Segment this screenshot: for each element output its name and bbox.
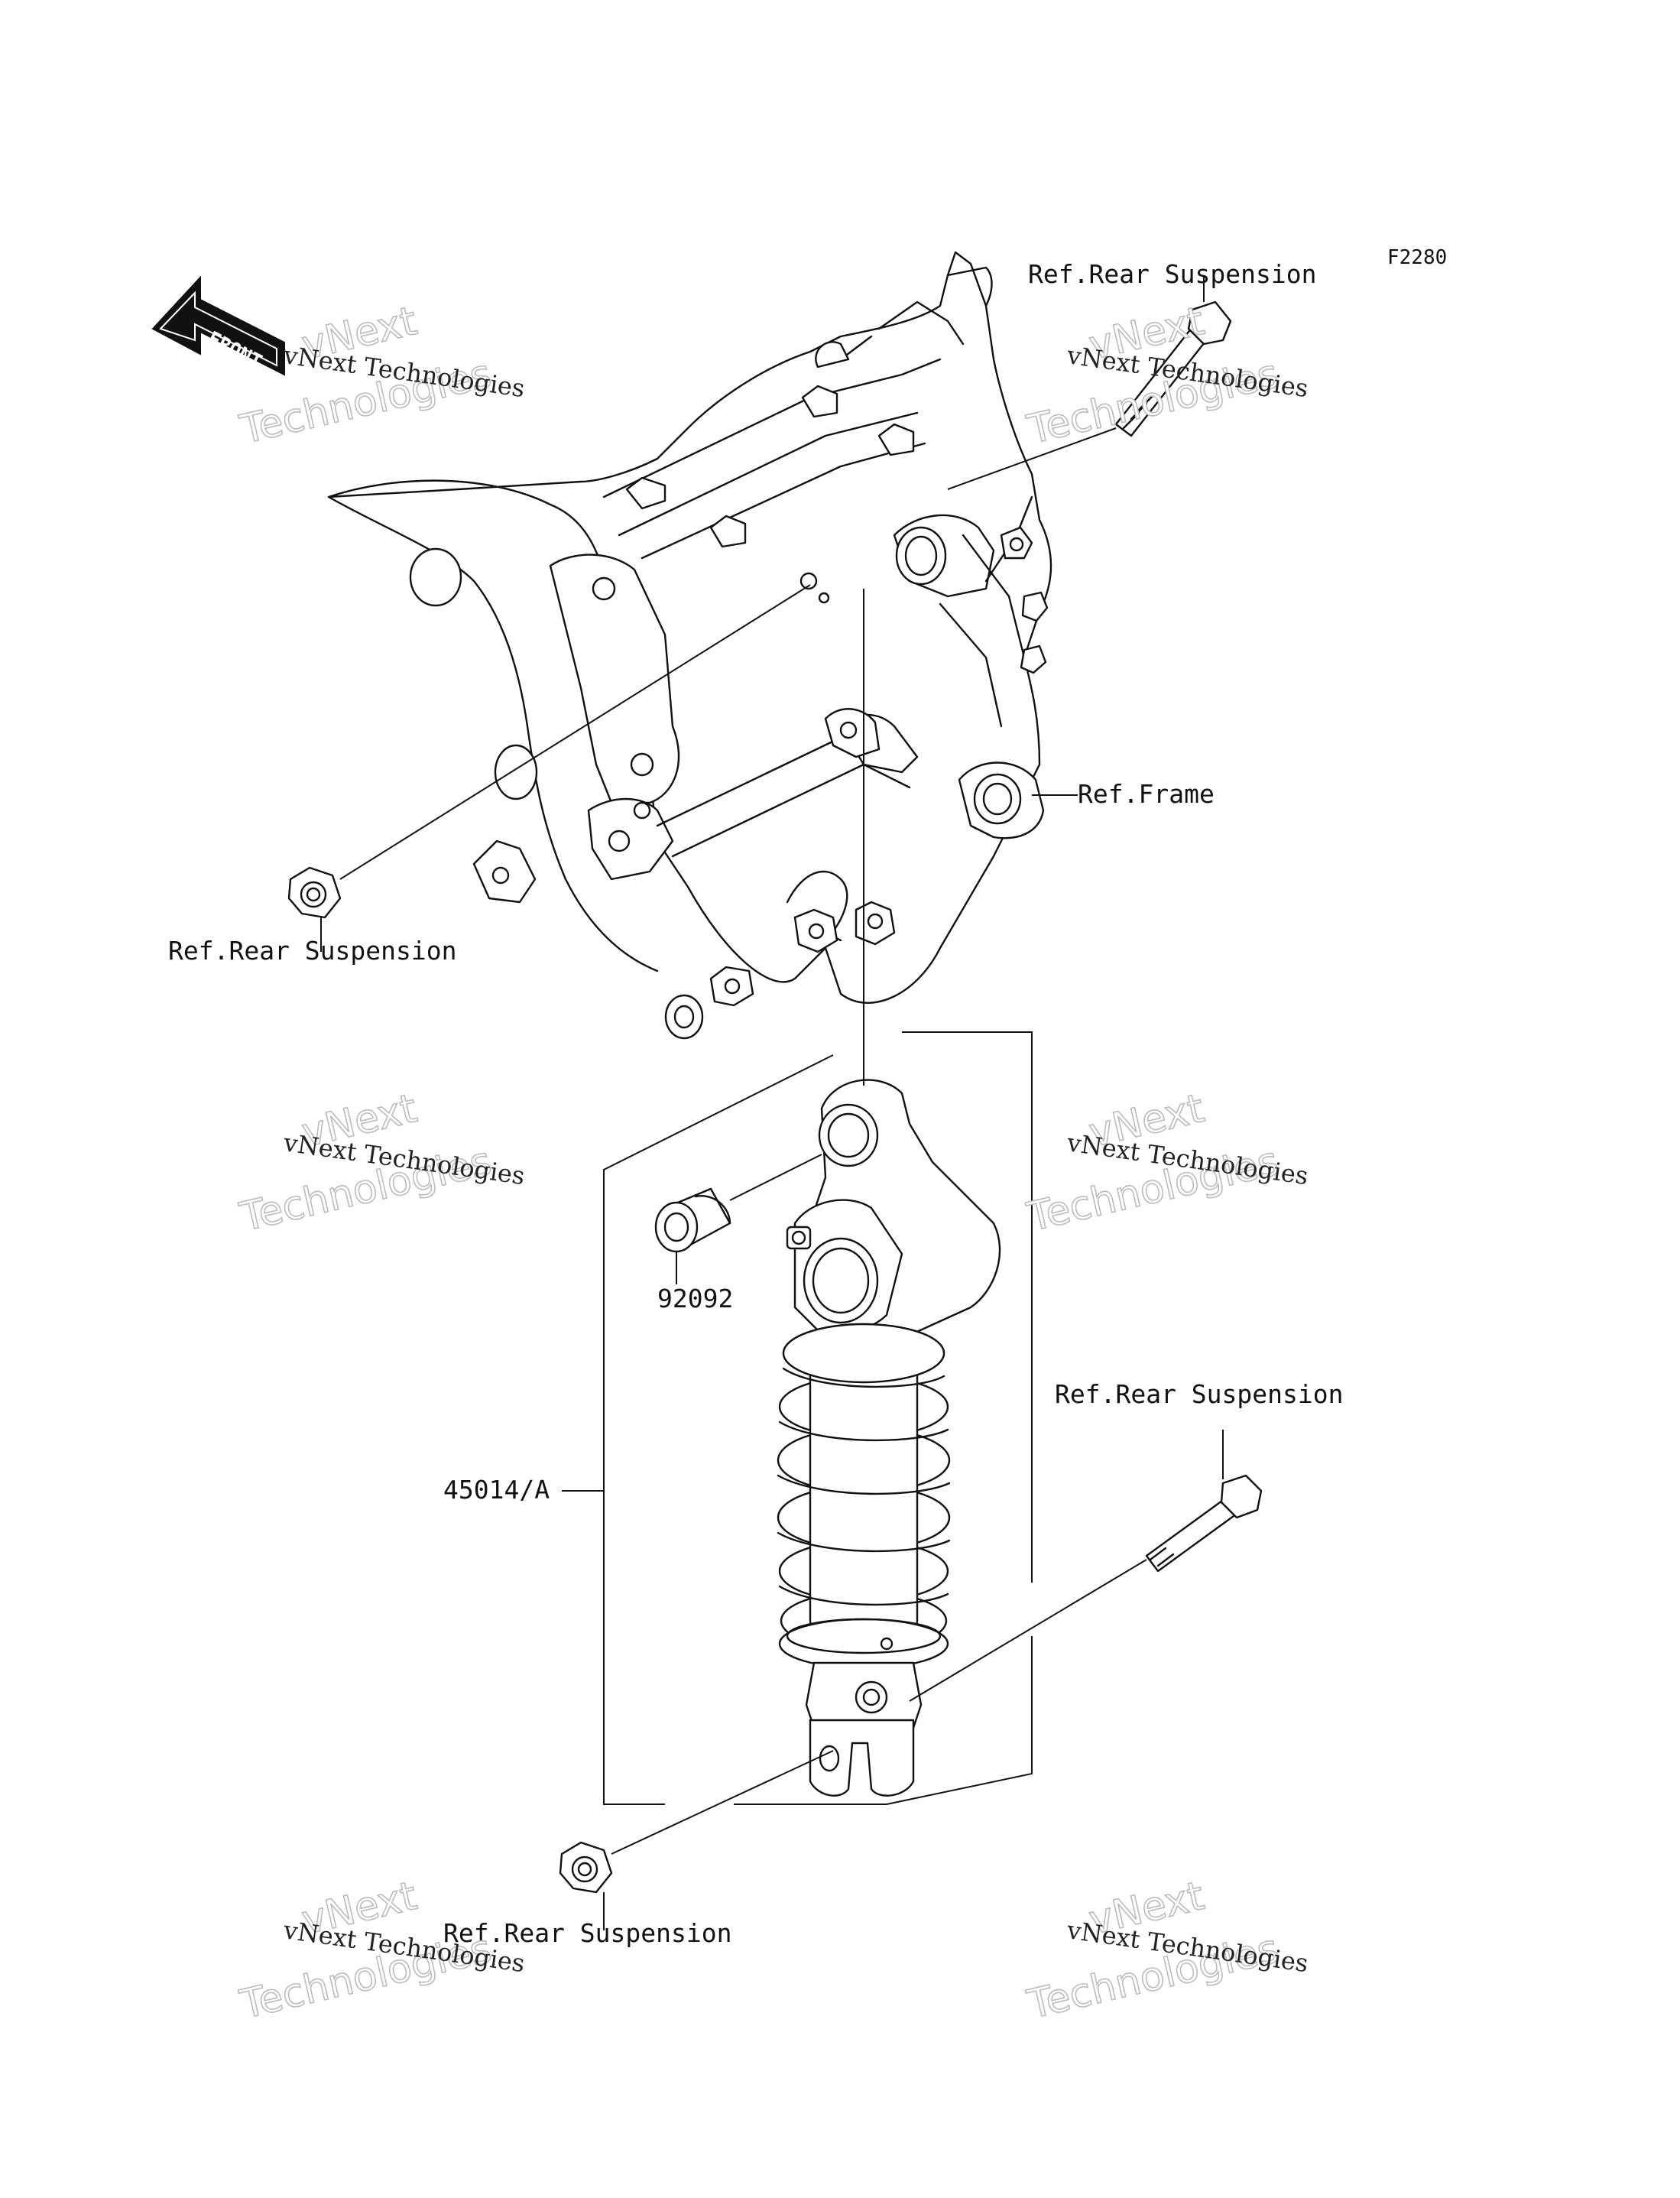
label-ref-rear-left: Ref.Rear Suspension [168,936,457,966]
bolt-top-right [1114,300,1232,437]
shock-absorber [777,1079,1001,1797]
watermark-3: vNext Technologies vNext Technologies [235,1085,527,1241]
label-ref-rear-top: Ref.Rear Suspension [1028,259,1317,289]
watermark-1: vNext Technologies vNext Technologies [235,297,527,453]
label-ref-rear-bottom: Ref.Rear Suspension [443,1918,732,1948]
bolt-right [1145,1474,1263,1573]
label-ref-frame: Ref.Frame [1078,779,1215,809]
watermark-2: vNext Technologies vNext Technologies [1023,297,1310,453]
figure-code: F2280 [1387,246,1447,269]
frame-assembly [327,251,1052,1040]
label-part-45014A: 45014/A [443,1475,550,1505]
watermark-5: vNext Technologies vNext Technologies [235,1872,527,2028]
label-ref-rear-right: Ref.Rear Suspension [1055,1379,1344,1409]
leader-lines [320,275,1224,1930]
nut-bottom [559,1841,613,1894]
watermark-6: vNext Technologies vNext Technologies [1023,1872,1310,2028]
nut-left [287,866,342,919]
label-part-92092: 92092 [657,1284,733,1313]
watermark-4: vNext Technologies vNext Technologies [1023,1085,1310,1241]
front-arrow-icon: FRONT [151,275,285,376]
bushing-92092 [654,1187,731,1253]
